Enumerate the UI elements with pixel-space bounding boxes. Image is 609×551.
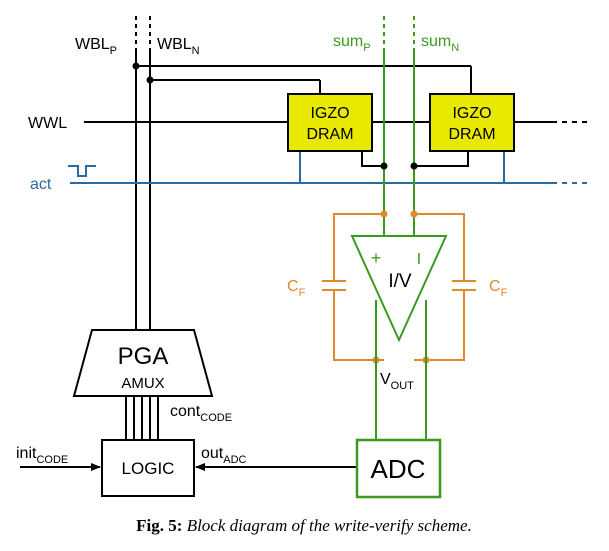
junction-dot <box>410 162 418 170</box>
adc-block <box>355 438 442 499</box>
pga-label: PGA <box>118 343 169 370</box>
junction-dot <box>380 162 388 170</box>
pga-logic-bus <box>125 396 159 440</box>
igzo-dram-block <box>429 93 515 152</box>
opamp-plus-label: + <box>371 248 382 268</box>
amux-label: AMUX <box>121 375 164 392</box>
dram-label: DRAM <box>448 126 495 143</box>
junction-dot <box>146 76 154 84</box>
wwl-label: WWL <box>28 115 67 132</box>
cont-code-label: contCODE <box>170 403 232 424</box>
adc-label: ADC <box>371 454 426 484</box>
cf-right-label: CF <box>489 278 508 299</box>
wbl-p-label: WBLP <box>75 36 117 57</box>
vout-label: VOUT <box>380 371 414 392</box>
wbl-taps <box>136 65 472 94</box>
igzo-label: IGZO <box>310 105 349 122</box>
dram-outputs <box>361 151 469 167</box>
wbl-n-label: WBLN <box>157 36 200 57</box>
act-label: act <box>30 176 52 193</box>
sum-p-label: sumP <box>333 33 371 54</box>
init-code-label: initCODE <box>16 445 68 466</box>
iv-opamp <box>350 235 448 343</box>
pga-amux-block <box>72 329 214 397</box>
figure-caption: Fig. 5: Block diagram of the write-verif… <box>136 516 472 535</box>
cf-left-label: CF <box>287 278 306 299</box>
opamp-minus-label: I <box>417 251 421 268</box>
junction-dot <box>132 62 140 70</box>
opamp-iv-label: I/V <box>388 271 412 292</box>
igzo-dram-block <box>287 93 373 152</box>
igzo-label: IGZO <box>452 105 491 122</box>
vout-lines <box>375 300 427 440</box>
act-line <box>68 151 590 184</box>
junction-dot <box>410 210 418 218</box>
out-adc-label: outADC <box>201 445 247 466</box>
dram-label: DRAM <box>306 126 353 143</box>
logic-label: LOGIC <box>122 459 175 478</box>
junction-dot <box>380 210 388 218</box>
feedback-network <box>322 213 476 361</box>
logic-block <box>101 439 195 497</box>
sum-n-label: sumN <box>421 33 459 54</box>
